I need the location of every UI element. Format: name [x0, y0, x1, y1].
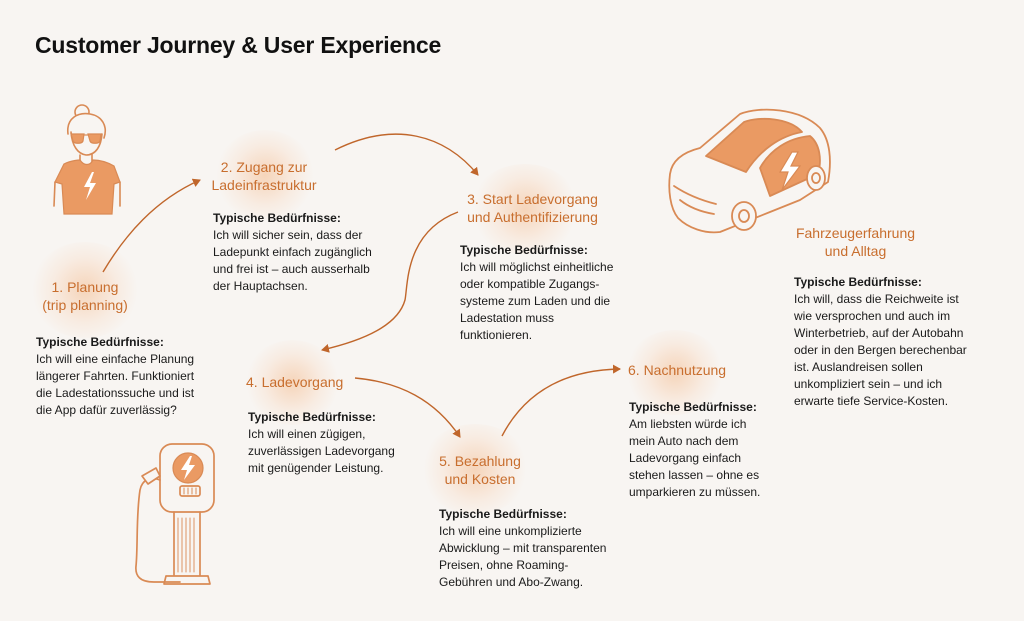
- stage-3-needs: Typische Bedürfnisse: Ich will möglichst…: [460, 242, 650, 344]
- stage-5-title-text: 5. Bezahlung und Kosten: [439, 453, 521, 487]
- stage-4-title-text: 4. Ladevorgang: [246, 374, 344, 390]
- stage-5-needs: Typische Bedürfnisse: Ich will eine unko…: [439, 506, 639, 591]
- arrow-2-to-3: [334, 133, 479, 176]
- arrow-5-to-6: [501, 364, 621, 437]
- stage-2-title: 2. Zugang zur Ladeinfrastruktur: [200, 158, 340, 194]
- stage-6-title-text: 6. Nachnutzung: [628, 362, 727, 378]
- needs-heading: Typische Bedürfnisse:: [629, 400, 757, 414]
- stage-6-needs: Typische Bedürfnisse: Am liebsten würde …: [629, 399, 789, 501]
- charging-station-icon: [135, 443, 215, 585]
- woman-driver-icon: [53, 104, 121, 215]
- stage-5-title: 5. Bezahlung und Kosten: [425, 452, 535, 488]
- stage-glow-5: [420, 424, 530, 514]
- arrow-1-to-2: [102, 178, 201, 273]
- needs-heading: Typische Bedürfnisse:: [794, 275, 922, 289]
- stage-5-needs-text: Ich will eine unkomplizierte Abwicklung …: [439, 524, 607, 589]
- stage-glow-1: [30, 242, 140, 338]
- stage-3-title: 3. Start Ladevorgang und Authentifizieru…: [455, 190, 610, 226]
- electric-car-icon: [668, 108, 831, 234]
- arrow-3-to-4: [321, 211, 459, 353]
- needs-heading: Typische Bedürfnisse:: [460, 243, 588, 257]
- stage-2-needs: Typische Bedürfnisse: Ich will sicher se…: [213, 210, 403, 295]
- stage-1-needs-text: Ich will eine einfache Planung längerer …: [36, 352, 195, 417]
- stage-3-needs-text: Ich will möglichst einheitliche oder kom…: [460, 260, 614, 342]
- stage-1-needs: Typische Bedürfnisse: Ich will eine einf…: [36, 334, 226, 419]
- needs-heading: Typische Bedürfnisse:: [36, 335, 164, 349]
- vehicle-experience-title: Fahrzeugerfahrung und Alltag: [788, 224, 923, 260]
- needs-heading: Typische Bedürfnisse:: [213, 211, 341, 225]
- stage-1-title-text: 1. Planung (trip planning): [42, 279, 128, 313]
- stage-glow-4: [245, 340, 340, 425]
- stage-4-needs: Typische Bedürfnisse: Ich will einen züg…: [248, 409, 428, 477]
- vehicle-experience-needs: Typische Bedürfnisse: Ich will, dass die…: [794, 274, 1004, 410]
- needs-heading: Typische Bedürfnisse:: [439, 507, 567, 521]
- stage-1-title: 1. Planung (trip planning): [30, 278, 140, 314]
- arrow-4-to-5: [354, 377, 461, 438]
- vehicle-experience-title-text: Fahrzeugerfahrung und Alltag: [795, 225, 916, 259]
- needs-heading: Typische Bedürfnisse:: [248, 410, 376, 424]
- stage-4-title: 4. Ladevorgang: [246, 373, 356, 391]
- stage-glow-3: [470, 164, 580, 254]
- stage-4-needs-text: Ich will einen zügigen, zuverlässigen La…: [248, 427, 395, 475]
- stage-2-title-text: 2. Zugang zur Ladeinfrastruktur: [211, 159, 317, 193]
- stage-2-needs-text: Ich will sicher sein, dass der Ladepunkt…: [213, 228, 372, 293]
- stage-6-needs-text: Am liebsten würde ich mein Auto nach dem…: [629, 417, 761, 499]
- stage-glow-6: [625, 330, 725, 415]
- vehicle-experience-needs-text: Ich will, dass die Reichweite ist wie ve…: [794, 292, 967, 408]
- stage-glow-2: [215, 130, 315, 220]
- page-title: Customer Journey & User Experience: [35, 32, 442, 58]
- stage-6-title: 6. Nachnutzung: [628, 361, 748, 379]
- stage-3-title-text: 3. Start Ladevorgang und Authentifizieru…: [467, 191, 598, 225]
